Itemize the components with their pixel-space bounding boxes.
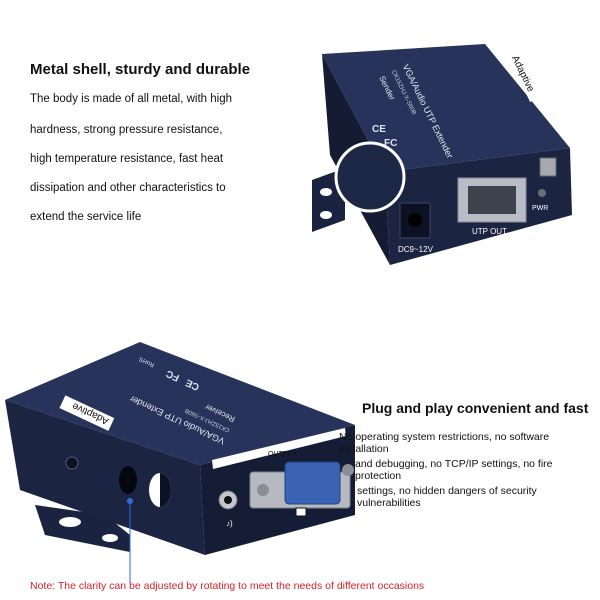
sender-dc-jack-hole	[408, 213, 422, 227]
sender-bracket-hole	[320, 188, 332, 196]
receiver-adaptive-badge	[59, 395, 115, 431]
plug-play-line-3: settings, no hidden dangers of security …	[357, 485, 537, 509]
metal-shell-line-3: high temperature resistance, fast heat	[30, 153, 224, 165]
heading-metal-shell: Metal shell, sturdy and durable	[30, 61, 251, 78]
receiver-audio-jack-hole	[224, 496, 232, 504]
audio-icon: ♪)	[226, 519, 233, 528]
receiver-vga-port	[284, 461, 341, 505]
sender-dc-label: DC9~12V	[398, 245, 434, 254]
sender-pwr-label: PWR	[532, 205, 548, 212]
receiver-side-panel	[5, 400, 205, 555]
metal-shell-line-5: extend the service life	[30, 211, 142, 223]
metal-shell-line-4: dissipation and other characteristics to	[30, 182, 226, 194]
receiver-output-icon	[295, 507, 307, 517]
receiver-ce-mark: CE	[184, 376, 202, 392]
sender-ce-mark: CE	[372, 124, 386, 135]
sender-utp-out-label: UTP OUT	[472, 227, 507, 236]
receiver-vga-screw	[257, 484, 269, 496]
receiver-dc-jack	[119, 466, 137, 494]
receiver-output-label: OUTPUT	[268, 451, 298, 458]
sender-rj45-socket	[468, 186, 516, 214]
receiver-device-image: VGA/Audio UTP Extender CK15ZHJ-X-S60B Re…	[5, 342, 355, 555]
metal-shell-line-1: The body is made of all metal, with high	[30, 93, 232, 105]
note-text: Note: The clarity can be adjusted by rot…	[30, 580, 425, 592]
sender-bracket-hole	[320, 211, 332, 219]
plug-play-line-2: and debugging, no TCP/IP settings, no fi…	[355, 458, 553, 482]
sender-ground-screw	[539, 157, 557, 177]
sender-dc-jack	[399, 202, 431, 239]
receiver-bracket-hole	[59, 517, 81, 527]
receiver-bracket-hole	[102, 534, 118, 542]
heading-plug-and-play: Plug and play convenient and fast	[362, 400, 589, 416]
receiver-ground-screw	[65, 456, 79, 470]
sender-knob-magnifier	[334, 141, 406, 213]
receiver-vga-screw	[342, 464, 354, 476]
receiver-knob-half	[160, 473, 171, 507]
sender-device-image: VGA/Audio UTP Extender CK15ZHJ-X-S60B Se…	[312, 44, 572, 265]
sender-top-panel	[322, 44, 570, 172]
plug-play-line-1: No operating system restrictions, no sof…	[339, 431, 550, 455]
receiver-output-stripe	[212, 428, 346, 469]
receiver-fc-mark: FC	[165, 367, 182, 383]
metal-shell-line-2: hardness, strong pressure resistance,	[30, 124, 223, 136]
receiver-top-panel	[5, 342, 355, 465]
sender-fc-mark: FC	[384, 138, 397, 149]
sender-pwr-led	[538, 189, 546, 197]
sender-adaptive-badge	[507, 49, 543, 102]
knob-pointer-line	[127, 498, 133, 583]
